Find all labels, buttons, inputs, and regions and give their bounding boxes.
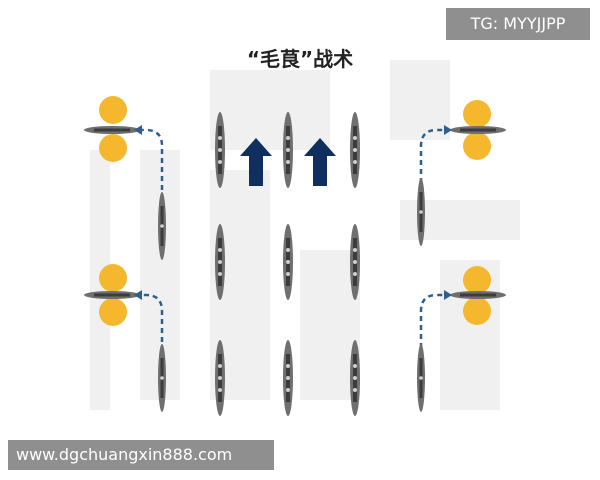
ship-icon [158, 344, 166, 412]
arrow-up-icon [304, 138, 336, 186]
advance-arrows [240, 138, 336, 186]
dashed-path [139, 293, 164, 378]
dashed-path [419, 128, 446, 210]
arrowhead [134, 290, 142, 300]
arrowhead [134, 125, 142, 135]
arrowhead [444, 290, 452, 300]
float-icon [99, 134, 127, 162]
float-icon [99, 264, 127, 292]
dashed-path [139, 128, 164, 226]
ship-icon [450, 291, 506, 299]
right-lower-wing [417, 266, 506, 412]
float-icon [463, 132, 491, 160]
ship-icon [417, 178, 425, 246]
float-icon [463, 297, 491, 325]
float-icon [463, 266, 491, 294]
arrowhead [444, 125, 452, 135]
ship-icon [350, 340, 360, 416]
ship-icon [84, 126, 140, 134]
ship-icon [84, 291, 140, 299]
ship-icon [215, 340, 225, 416]
left-lower-wing [84, 264, 166, 412]
ship-icon [417, 344, 425, 412]
watermark-tag-top: TG: MYYJJPP [446, 8, 590, 40]
ship-icon [450, 126, 506, 134]
ship-icon [350, 112, 360, 188]
right-upper-wing [417, 100, 506, 246]
dashed-path [419, 293, 446, 375]
left-upper-wing [84, 96, 166, 260]
diagram-title: “毛茛”战术 [247, 47, 353, 71]
background-watermark [90, 60, 520, 410]
ship-icon [215, 112, 225, 188]
ship-icon [158, 192, 166, 260]
float-icon [99, 96, 127, 124]
ship-icon [215, 224, 225, 300]
ship-icon [283, 224, 293, 300]
ship-icon [283, 112, 293, 188]
ship-icon [283, 340, 293, 416]
float-icon [463, 100, 491, 128]
ship-icon [350, 224, 360, 300]
arrow-up-icon [240, 138, 272, 186]
watermark-tag-bottom: www.dgchuangxin888.com [8, 440, 274, 470]
float-icon [99, 298, 127, 326]
